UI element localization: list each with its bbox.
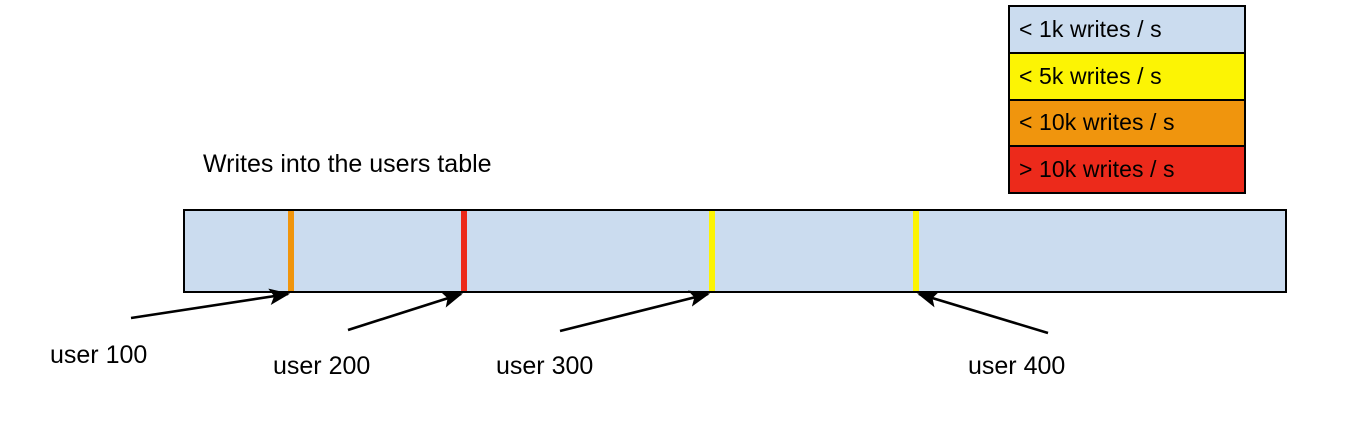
legend-label-1k: < 1k writes / s <box>1019 15 1162 42</box>
legend: < 1k writes / s < 5k writes / s < 10k wr… <box>1008 5 1246 194</box>
legend-label-10k-under: < 10k writes / s <box>1019 109 1175 136</box>
label-user-200: user 200 <box>273 352 371 380</box>
marker-user-100 <box>288 211 294 291</box>
label-user-100: user 100 <box>50 341 148 369</box>
marker-user-300 <box>709 211 715 291</box>
label-user-400: user 400 <box>968 352 1066 380</box>
legend-row-10k-over: > 10k writes / s <box>1010 147 1244 192</box>
diagram-caption: Writes into the users table <box>203 150 492 178</box>
arrow-user-200 <box>347 291 463 332</box>
arrow-user-100 <box>130 288 291 320</box>
legend-label-5k: < 5k writes / s <box>1019 62 1162 89</box>
marker-user-400 <box>913 211 919 291</box>
legend-row-10k-under: < 10k writes / s <box>1010 100 1244 148</box>
legend-row-5k: < 5k writes / s <box>1010 53 1244 101</box>
arrow-user-300 <box>559 290 711 333</box>
marker-user-200 <box>461 211 467 291</box>
label-user-300: user 300 <box>496 352 594 380</box>
legend-label-10k-over: > 10k writes / s <box>1019 156 1175 183</box>
users-table-bar <box>183 209 1287 293</box>
legend-row-1k: < 1k writes / s <box>1010 7 1244 54</box>
arrow-user-400 <box>917 291 1049 335</box>
